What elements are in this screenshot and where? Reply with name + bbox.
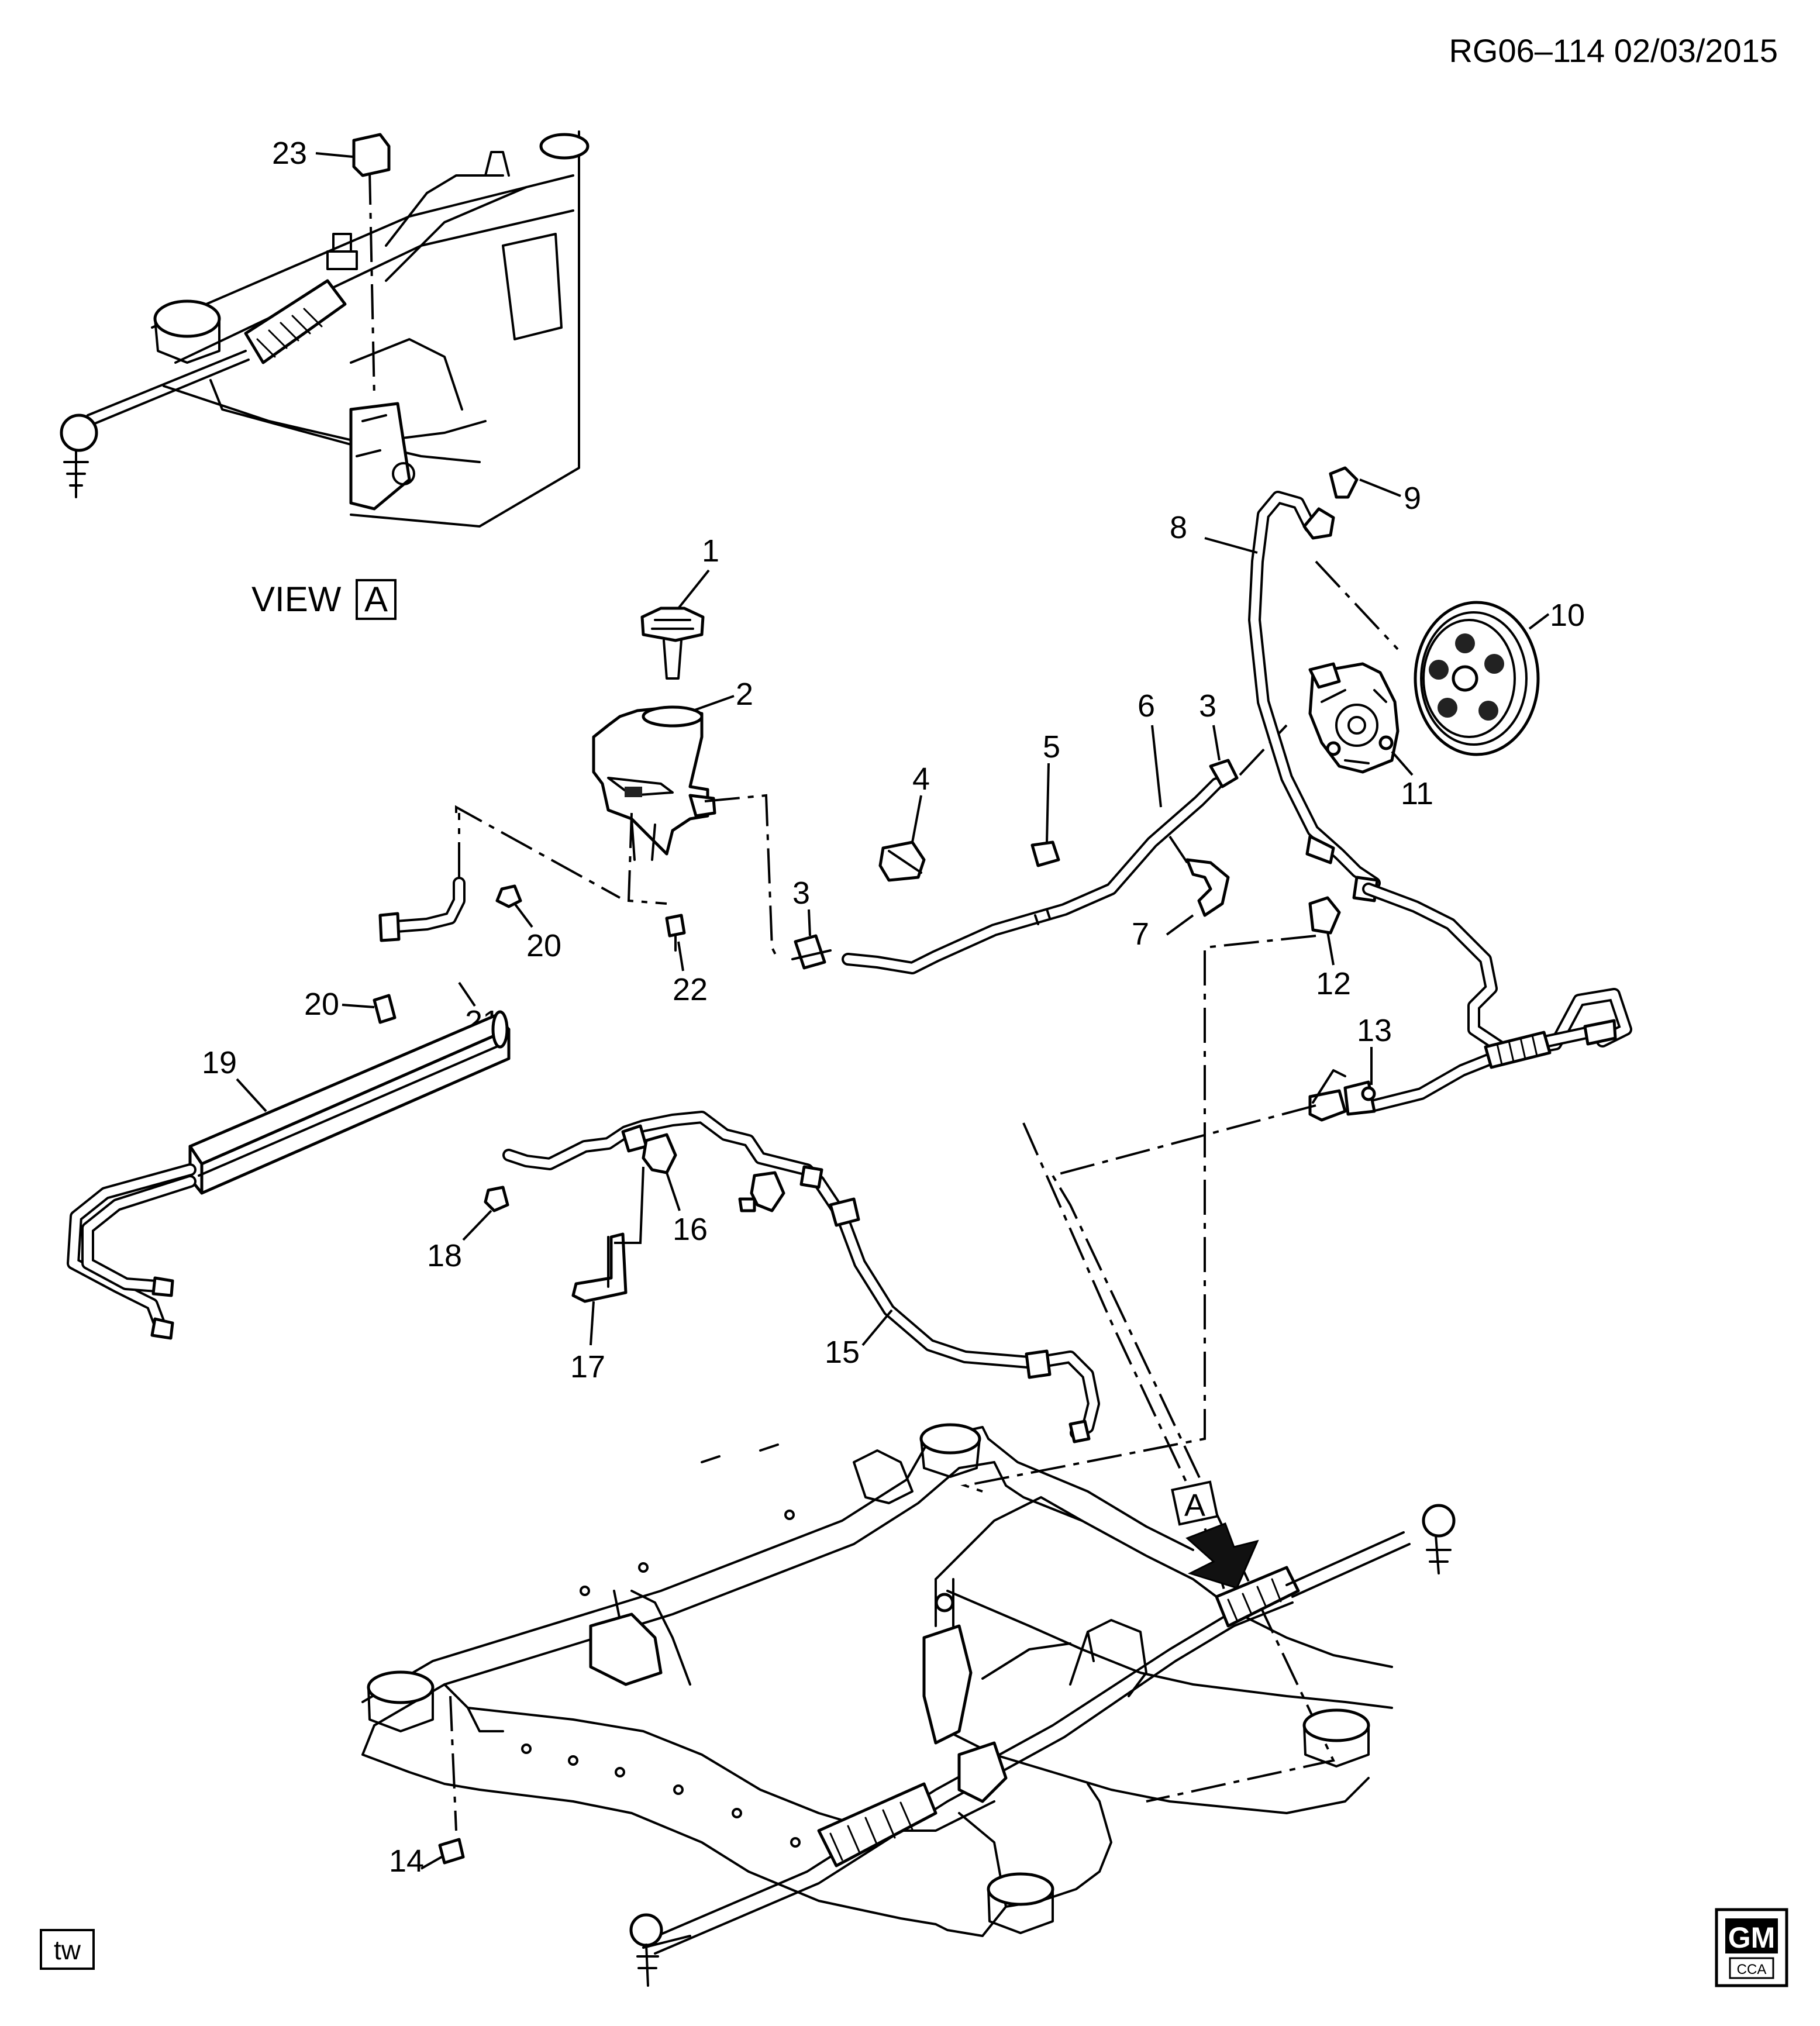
callout-17: 17	[570, 1349, 605, 1384]
callout-3-lower: 3	[792, 876, 810, 911]
callout-18: 18	[427, 1238, 462, 1273]
callout-9: 9	[1404, 481, 1421, 516]
callout-7: 7	[1132, 916, 1149, 952]
view-label: VIEW	[251, 580, 342, 619]
callout-6: 6	[1138, 688, 1155, 723]
view-direction-arrow	[1185, 1522, 1259, 1589]
reservoir-assembly	[592, 607, 716, 952]
callout-23: 23	[272, 136, 307, 171]
callout-15: 15	[825, 1335, 860, 1370]
callout-10: 10	[1550, 598, 1585, 633]
callout-22: 22	[673, 972, 708, 1007]
callout-2: 2	[736, 677, 753, 712]
callout-14: 14	[389, 1844, 424, 1879]
callout-3-upper: 3	[1199, 688, 1216, 723]
view-label-letter: A	[364, 580, 388, 619]
callout-19: 19	[202, 1045, 237, 1080]
oil-cooler	[67, 1010, 511, 1340]
callout-11: 11	[1401, 776, 1433, 811]
power-steering-pump	[1308, 662, 1400, 774]
tw-box	[40, 1929, 95, 1970]
return-hose-15	[484, 1111, 1100, 1443]
tw-label: tw	[54, 1935, 81, 1965]
view-label-box	[356, 579, 397, 620]
pump-pulley	[1414, 601, 1540, 756]
callout-12: 12	[1316, 966, 1351, 1001]
callout-20-right: 20	[526, 928, 561, 963]
gm-logo-text: GM	[1728, 1921, 1776, 1954]
callout-8: 8	[1170, 510, 1187, 545]
callout-13: 13	[1357, 1013, 1392, 1048]
callout-16: 16	[673, 1212, 708, 1247]
gm-logo: GM CCA	[1715, 1908, 1788, 1987]
callout-5: 5	[1043, 729, 1060, 764]
pressure-hose-8	[1248, 466, 1632, 1122]
arrow-tag-letter: A	[1184, 1488, 1205, 1523]
diagram-reference: RG06–114 02/03/2015	[1449, 32, 1778, 69]
view-a-inset: 23	[60, 130, 590, 528]
callout-20-left: 20	[304, 987, 339, 1022]
front-subframe	[361, 1423, 1456, 1987]
callout-1: 1	[702, 533, 719, 568]
callout-4: 4	[912, 762, 930, 797]
return-hose-21	[373, 877, 522, 1024]
subframe-clip-14	[438, 1838, 465, 1865]
gm-logo-subtext: CCA	[1737, 1962, 1767, 1977]
arrow-tag-box	[1171, 1480, 1219, 1526]
return-pipe-6	[791, 759, 1239, 974]
